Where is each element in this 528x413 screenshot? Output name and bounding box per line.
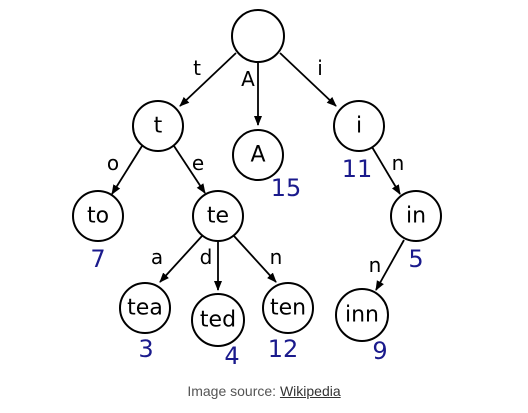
value-i: 11 [342,155,373,183]
node-A: A [232,129,284,181]
node-t: t [132,100,184,152]
node-label-t: t [154,114,163,139]
node-to: to [72,190,124,242]
caption-prefix: Image source: [187,383,280,399]
node-tea: tea [119,282,171,334]
edge-t-to [111,145,143,195]
edge-label-i-in: n [392,151,405,175]
node-label-to: to [87,204,109,229]
value-A: 15 [271,174,302,202]
edge-label-te-ten: n [270,245,283,269]
node-label-i: i [356,114,362,139]
image-source-caption: Image source: Wikipedia [0,383,528,399]
value-ted: 4 [224,342,239,370]
trie-diagram: t A i o e a d n n n t A i to te in tea [72,9,442,370]
value-inn: 9 [372,337,387,365]
edge-te-tea [159,235,203,283]
edge-label-root-t: t [193,56,201,80]
edge-label-t-to: o [107,151,119,175]
wikipedia-link[interactable]: Wikipedia [279,383,341,399]
edge-label-root-i: i [317,56,323,80]
node-root [231,9,285,63]
node-label-te: te [207,204,229,229]
edge-i-in [371,146,401,195]
edge-label-te-tea: a [151,245,163,269]
node-label-ted: ted [200,308,236,333]
edge-t-te [173,145,206,194]
node-label-in: in [406,204,426,229]
node-label-A: A [250,143,265,168]
value-tea: 3 [138,335,153,363]
value-in: 5 [408,245,423,273]
edge-labels: t A i o e a d n n n [107,56,404,277]
node-label-inn: inn [345,303,379,328]
edge-label-root-A: A [241,67,255,91]
node-ted: ted [191,293,245,347]
node-te: te [192,190,244,242]
node-in: in [390,190,442,242]
edges [111,52,405,291]
node-i: i [333,100,385,152]
edge-label-in-inn: n [369,253,382,277]
node-inn: inn [335,288,389,342]
edge-root-i [279,52,337,107]
node-label-tea: tea [127,296,163,321]
node-label-ten: ten [270,296,306,321]
edge-label-te-ted: d [200,245,213,269]
value-ten: 12 [268,335,299,363]
edge-root-t [179,52,237,107]
edge-te-ten [233,235,277,283]
value-to: 7 [90,245,105,273]
values: 15 11 7 5 3 4 12 9 [90,155,423,370]
edge-in-inn [375,239,405,291]
edge-label-t-te: e [192,151,204,175]
node-ten: ten [262,282,314,334]
